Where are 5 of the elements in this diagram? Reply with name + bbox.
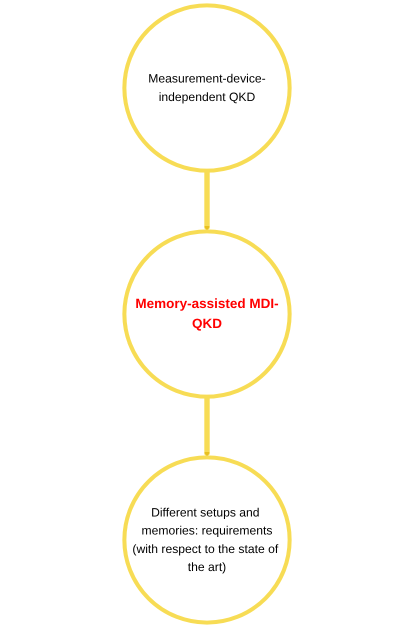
node-circle: Memory-assisted MDI-QKD — [122, 229, 292, 399]
node-circle: Measurement-device-independent QKD — [122, 3, 292, 173]
arrow — [204, 396, 210, 458]
node-circle: Different setups and memories: requirements (with respect to the state of the art) — [122, 455, 292, 625]
arrow — [204, 170, 210, 232]
